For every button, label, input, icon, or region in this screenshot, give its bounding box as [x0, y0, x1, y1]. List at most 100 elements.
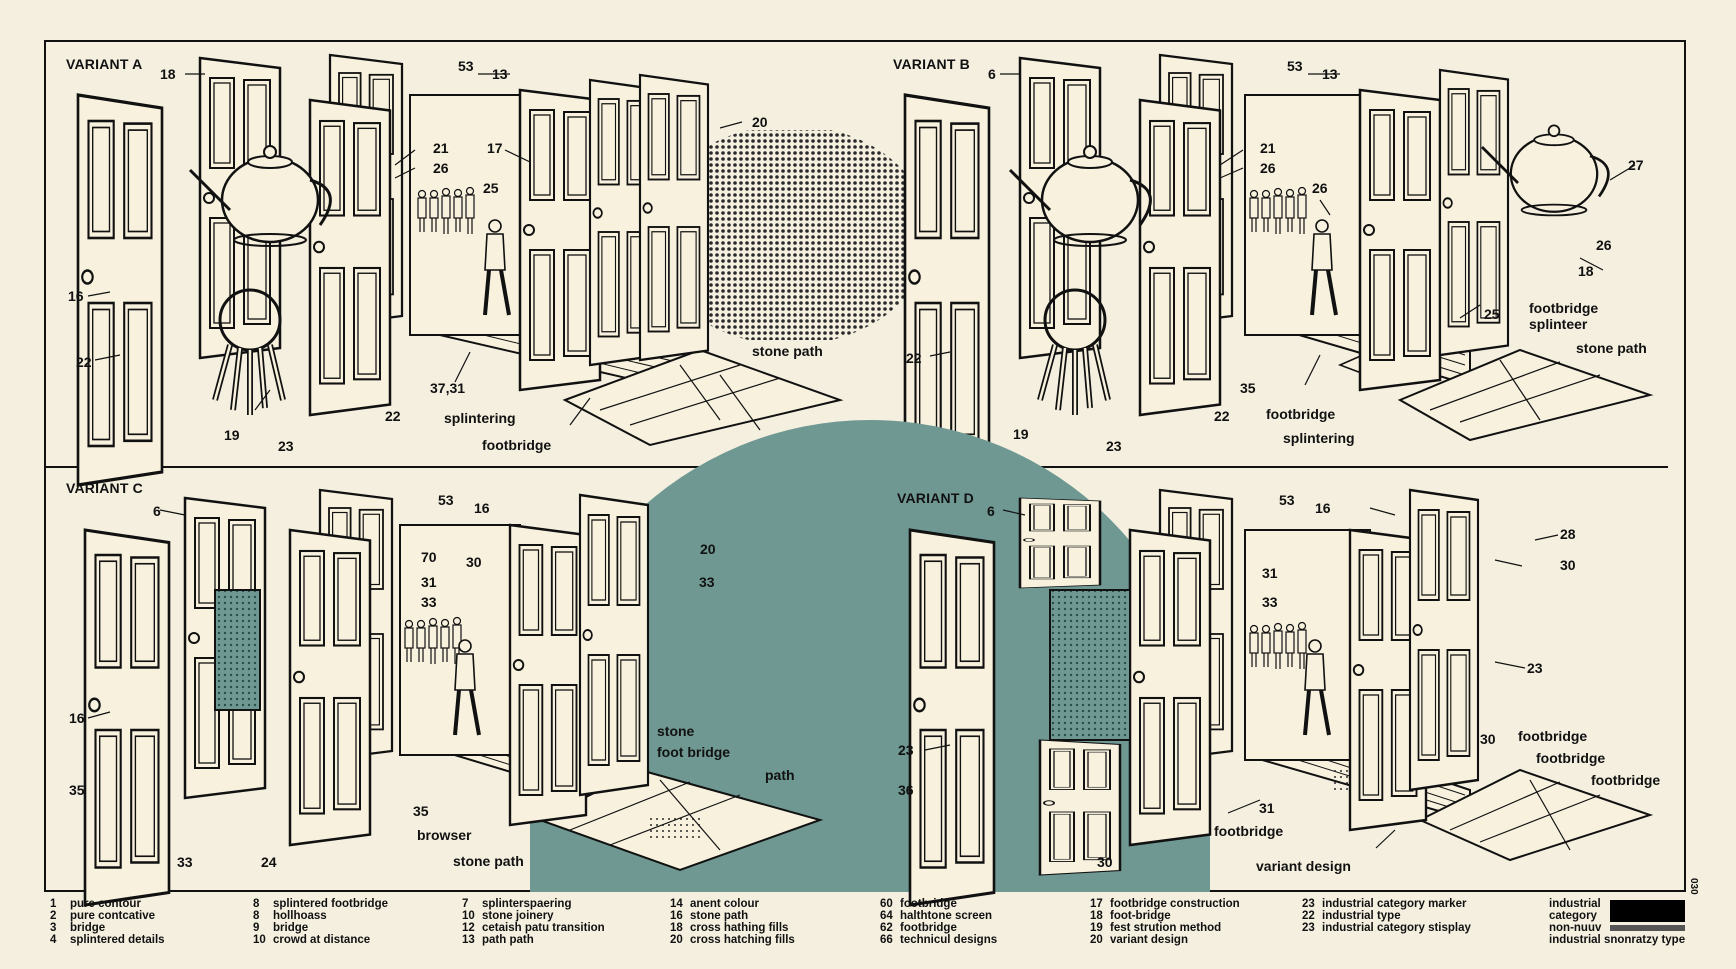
callout: 20 [752, 114, 768, 130]
callout: footbridge [1529, 300, 1599, 316]
callout: 21 [433, 140, 449, 156]
callout: 26 [433, 160, 449, 176]
stone-path-icon [1397, 348, 1654, 442]
callout: 53 [1279, 492, 1295, 508]
callout: 35 [69, 782, 85, 798]
callout: 53 [438, 492, 454, 508]
callout: stone [657, 723, 695, 739]
callout: stone path [1576, 340, 1647, 356]
callout: 31 [1262, 565, 1278, 581]
callout: path [765, 767, 795, 783]
callout: 19 [1013, 426, 1029, 442]
callout: 22 [1214, 408, 1230, 424]
callout: 30 [466, 554, 482, 570]
callout: foot bridge [657, 744, 731, 760]
callout: 23 [278, 438, 294, 454]
callout: 35 [413, 803, 429, 819]
callout: 6 [987, 503, 995, 519]
callout: footbridge [1266, 406, 1336, 422]
callout: 33 [421, 594, 437, 610]
callout: 30 [1097, 854, 1113, 870]
callout: splinteer [1529, 316, 1588, 332]
callout: 23 [898, 742, 914, 758]
callout: variant design [1256, 858, 1351, 874]
stone-path-icon [1417, 768, 1654, 862]
callout: 23 [1106, 438, 1122, 454]
callout: 33 [177, 854, 193, 870]
leader-lines [87, 73, 1636, 849]
key-line: industrial [1549, 898, 1601, 910]
callout: 13 [492, 66, 508, 82]
callout: 28 [1560, 526, 1576, 542]
variant-a-label: VARIANT A [66, 56, 143, 72]
variant-d-illustration [908, 488, 1654, 907]
callout: 35 [1240, 380, 1256, 396]
callout: 18 [160, 66, 176, 82]
key-block: industrial category non-nuuv industrial … [1549, 898, 1685, 946]
key-line: non-nuuv [1549, 922, 1602, 934]
callout: footbridge [1518, 728, 1588, 744]
variant-c-label: VARIANT C [66, 480, 143, 496]
callout: 31 [421, 574, 437, 590]
callout: 22 [385, 408, 401, 424]
callout: 24 [261, 854, 277, 870]
stone-path-icon [562, 348, 844, 447]
callout: 70 [421, 549, 437, 565]
callout: footbridge [482, 437, 552, 453]
callout: 25 [483, 180, 499, 196]
variant-a-illustration [76, 53, 940, 487]
callout: browser [417, 827, 472, 843]
callout: 23 [1527, 660, 1543, 676]
callout: 31 [1259, 800, 1275, 816]
callout: stone path [752, 343, 823, 359]
callout: 26 [1596, 237, 1612, 253]
callout: 16 [474, 500, 490, 516]
callout: 37,31 [430, 380, 466, 396]
callout: stone path [453, 853, 524, 869]
callout: 17 [487, 140, 503, 156]
callout: 6 [988, 66, 996, 82]
callout: splintering [444, 410, 516, 426]
callout: footbridge [1591, 772, 1661, 788]
callout: footbridge [1214, 823, 1284, 839]
variant-d-label: VARIANT D [897, 490, 974, 506]
variant-b-label: VARIANT B [893, 56, 970, 72]
callout: 30 [1480, 731, 1496, 747]
callout: 20 [700, 541, 716, 557]
callout: 13 [1322, 66, 1338, 82]
callout: 19 [224, 427, 240, 443]
callout: 16 [1315, 500, 1331, 516]
